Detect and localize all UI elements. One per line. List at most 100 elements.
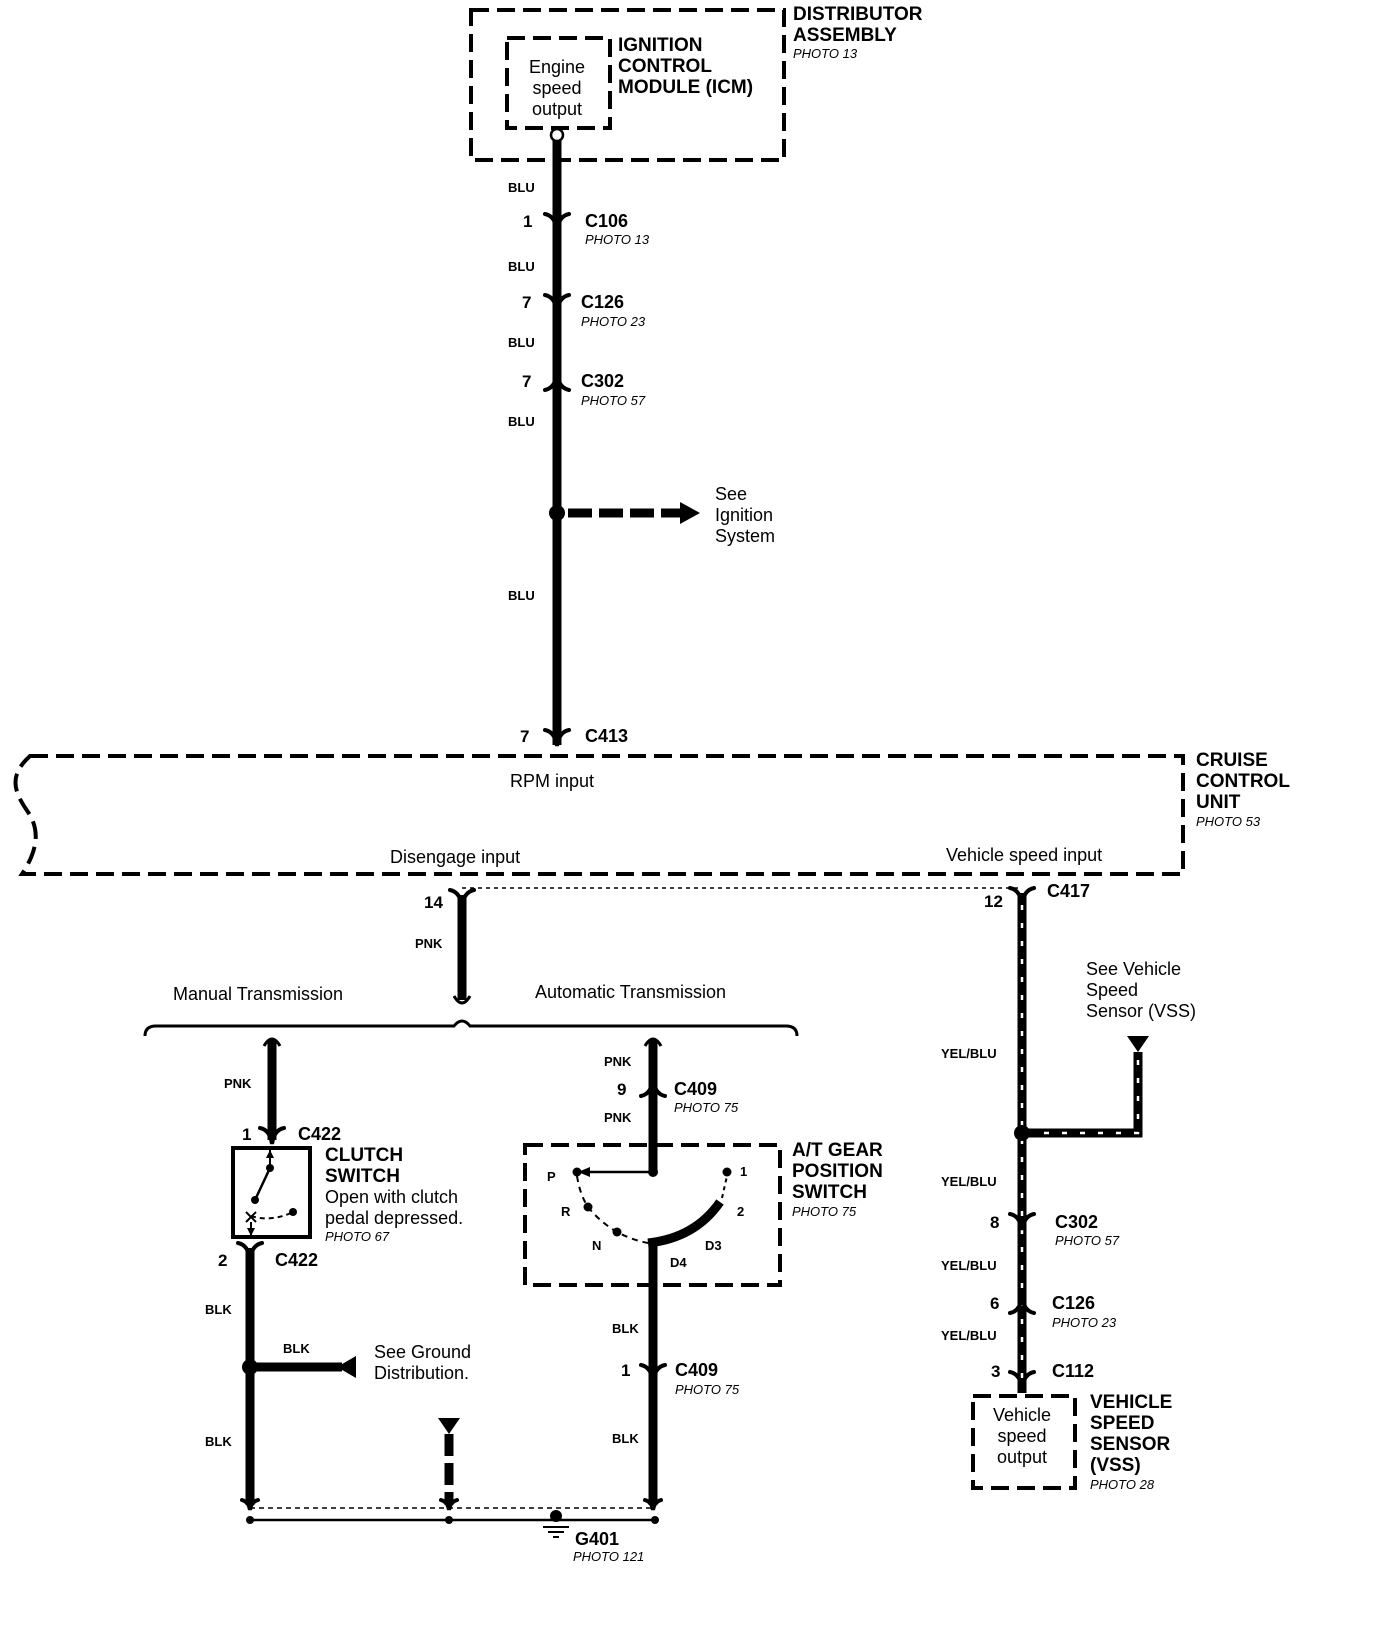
connector-symbol [1008,1370,1036,1389]
splice-point [549,505,565,521]
wire-color-label: BLK [205,1434,232,1449]
gear-switch-title: A/T GEAR [792,1140,883,1161]
cruise-unit-title: CONTROL [1196,771,1290,792]
connector-name: C417 [1047,881,1090,901]
wire-color-label: PNK [604,1110,632,1125]
wire-color-label: YEL/BLU [941,1258,997,1273]
icm-title: IGNITION [618,35,702,56]
clutch-switch-contacts [245,1150,297,1236]
connector-photo-ref: PHOTO 75 [675,1382,740,1397]
connector-symbol [258,1126,286,1145]
gear-position-label: R [561,1204,571,1219]
transmission-branch-bracket [143,1019,799,1037]
wire-end-hook [452,995,472,1005]
distributor-assembly: Engine speed output IGNITION CONTROL MOD… [469,4,923,162]
wire-color-label: PNK [604,1054,632,1069]
vss-title: (VSS) [1090,1455,1141,1476]
connector-pin: 7 [522,293,531,312]
clutch-switch-photo-ref: PHOTO 67 [325,1229,390,1244]
connector-symbol [543,293,571,312]
icm-terminal [549,127,565,143]
gear-position-label: 2 [737,1204,744,1219]
manual-transmission-branch: PNK 1 C422 CLUTCH SWITCH Open with clutc… [205,1037,471,1511]
connector-name: C422 [298,1124,341,1144]
connector-name: C126 [1052,1293,1095,1313]
connector-pin: 7 [520,727,529,746]
wire-start-hook [262,1037,282,1047]
icm-output-label: speed [532,78,581,98]
wire-color-label: BLU [508,588,535,603]
wire-color-label: BLK [612,1431,639,1446]
icm-output-label: Engine [529,57,585,77]
connector-name: C302 [581,371,624,391]
connector-name: C409 [675,1360,718,1380]
cruise-control-unit-box [13,754,1185,876]
connector-name: C422 [275,1250,318,1270]
connector-symbol [543,212,571,231]
wire-end-fork [643,1498,663,1511]
vehicle-speed-circuit: 12 C417 See Vehicle Speed Sensor (VSS) Y… [941,881,1196,1492]
vss-ref: Speed [1086,980,1138,1000]
wire-color-label: YEL/BLU [941,1046,997,1061]
gear-switch-title: SWITCH [792,1182,867,1203]
connector-pin: 1 [621,1361,630,1380]
automatic-transmission-branch: PNK 9 C409 PHOTO 75 PNK P R N D4 D3 2 1 … [523,1037,883,1511]
gear-position-label: P [547,1169,556,1184]
gear-position-switch-contacts [572,1167,732,1248]
connector-pin: 9 [617,1080,626,1099]
connector-pin: 1 [523,212,532,231]
connector-pin: 12 [984,892,1003,911]
connector-pin: 3 [991,1362,1000,1381]
connector-symbol [639,1079,667,1098]
ground-bus-node [651,1516,659,1524]
vss-output-label: Vehicle [993,1405,1051,1425]
vss-title: SENSOR [1090,1434,1171,1455]
wire-color-label: BLU [508,335,535,350]
icm-output-label: output [532,99,582,119]
vehicle-speed-input-label: Vehicle speed input [946,845,1102,865]
vss-output-label: output [997,1447,1047,1467]
distributor-title: DISTRIBUTOR [793,4,923,25]
connector-photo-ref: PHOTO 23 [581,314,646,329]
ground-ref-arrow [438,1418,460,1434]
connector-symbol [1008,1212,1036,1231]
wire-color-label: BLK [612,1321,639,1336]
cruise-unit-title: UNIT [1196,792,1241,813]
ignition-system-ref: See [715,484,747,504]
vss-photo-ref: PHOTO 28 [1090,1477,1155,1492]
ground-bus-node [246,1516,254,1524]
icm-title: CONTROL [618,56,712,77]
wire-color-label: BLU [508,180,535,195]
vss-ref-arrow [1127,1036,1149,1052]
connector-name: C302 [1055,1212,1098,1232]
wire-color-label: BLU [508,259,535,274]
connector-pin: 7 [522,372,531,391]
clutch-switch-box [231,1146,312,1239]
connector-pin: 2 [218,1251,227,1270]
wire-color-label: PNK [415,936,443,951]
connector-name: C106 [585,211,628,231]
connector-symbol [543,373,571,392]
vss-ref: Sensor (VSS) [1086,1001,1196,1021]
clutch-switch-title: SWITCH [325,1166,400,1187]
disengage-input-label: Disengage input [390,847,520,867]
wire-color-label: BLU [508,414,535,429]
ground-point [550,1510,562,1522]
wire-end-fork [439,1498,459,1511]
connector-pin: 8 [990,1213,999,1232]
connector-photo-ref: PHOTO 57 [1055,1233,1120,1248]
connector-name: C112 [1052,1361,1094,1381]
gear-position-label: D4 [670,1255,687,1270]
wire-color-label: BLK [283,1341,310,1356]
connector-symbol [543,728,571,747]
connector-photo-ref: PHOTO 75 [674,1100,739,1115]
connector-pin: 6 [990,1294,999,1313]
reference-arrow-head [680,502,700,524]
gear-position-label: N [592,1238,601,1253]
clutch-switch-description: Open with clutch [325,1187,458,1207]
rpm-circuit: BLU 1 C106 PHOTO 13 BLU 7 C126 PHOTO 23 … [508,127,775,747]
cruise-unit-title: CRUISE [1196,750,1268,771]
disengage-circuit: 14 PNK Manual Transmission Automatic Tra… [143,888,799,1037]
connector-symbol [1008,1296,1036,1315]
